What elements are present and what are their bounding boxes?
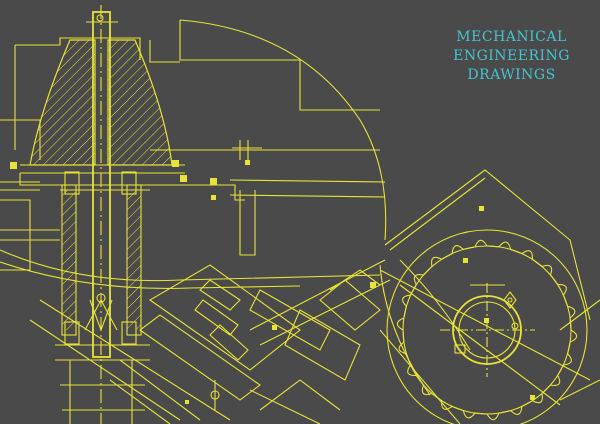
sprocket-teeth bbox=[396, 239, 578, 421]
conical-hub bbox=[19, 39, 245, 201]
angled-assembly bbox=[29, 259, 391, 424]
title-line-2: ENGINEERING bbox=[453, 48, 570, 64]
housing-outline bbox=[0, 19, 387, 289]
drawing-title: MECHANICAL ENGINEERING DRAWINGS bbox=[453, 28, 570, 85]
sprocket-gear bbox=[379, 229, 591, 424]
title-line-3: DRAWINGS bbox=[467, 67, 556, 83]
shaft bbox=[55, 5, 150, 424]
title-line-1: MECHANICAL bbox=[456, 29, 567, 45]
linework bbox=[0, 5, 600, 424]
fasteners bbox=[10, 14, 376, 332]
